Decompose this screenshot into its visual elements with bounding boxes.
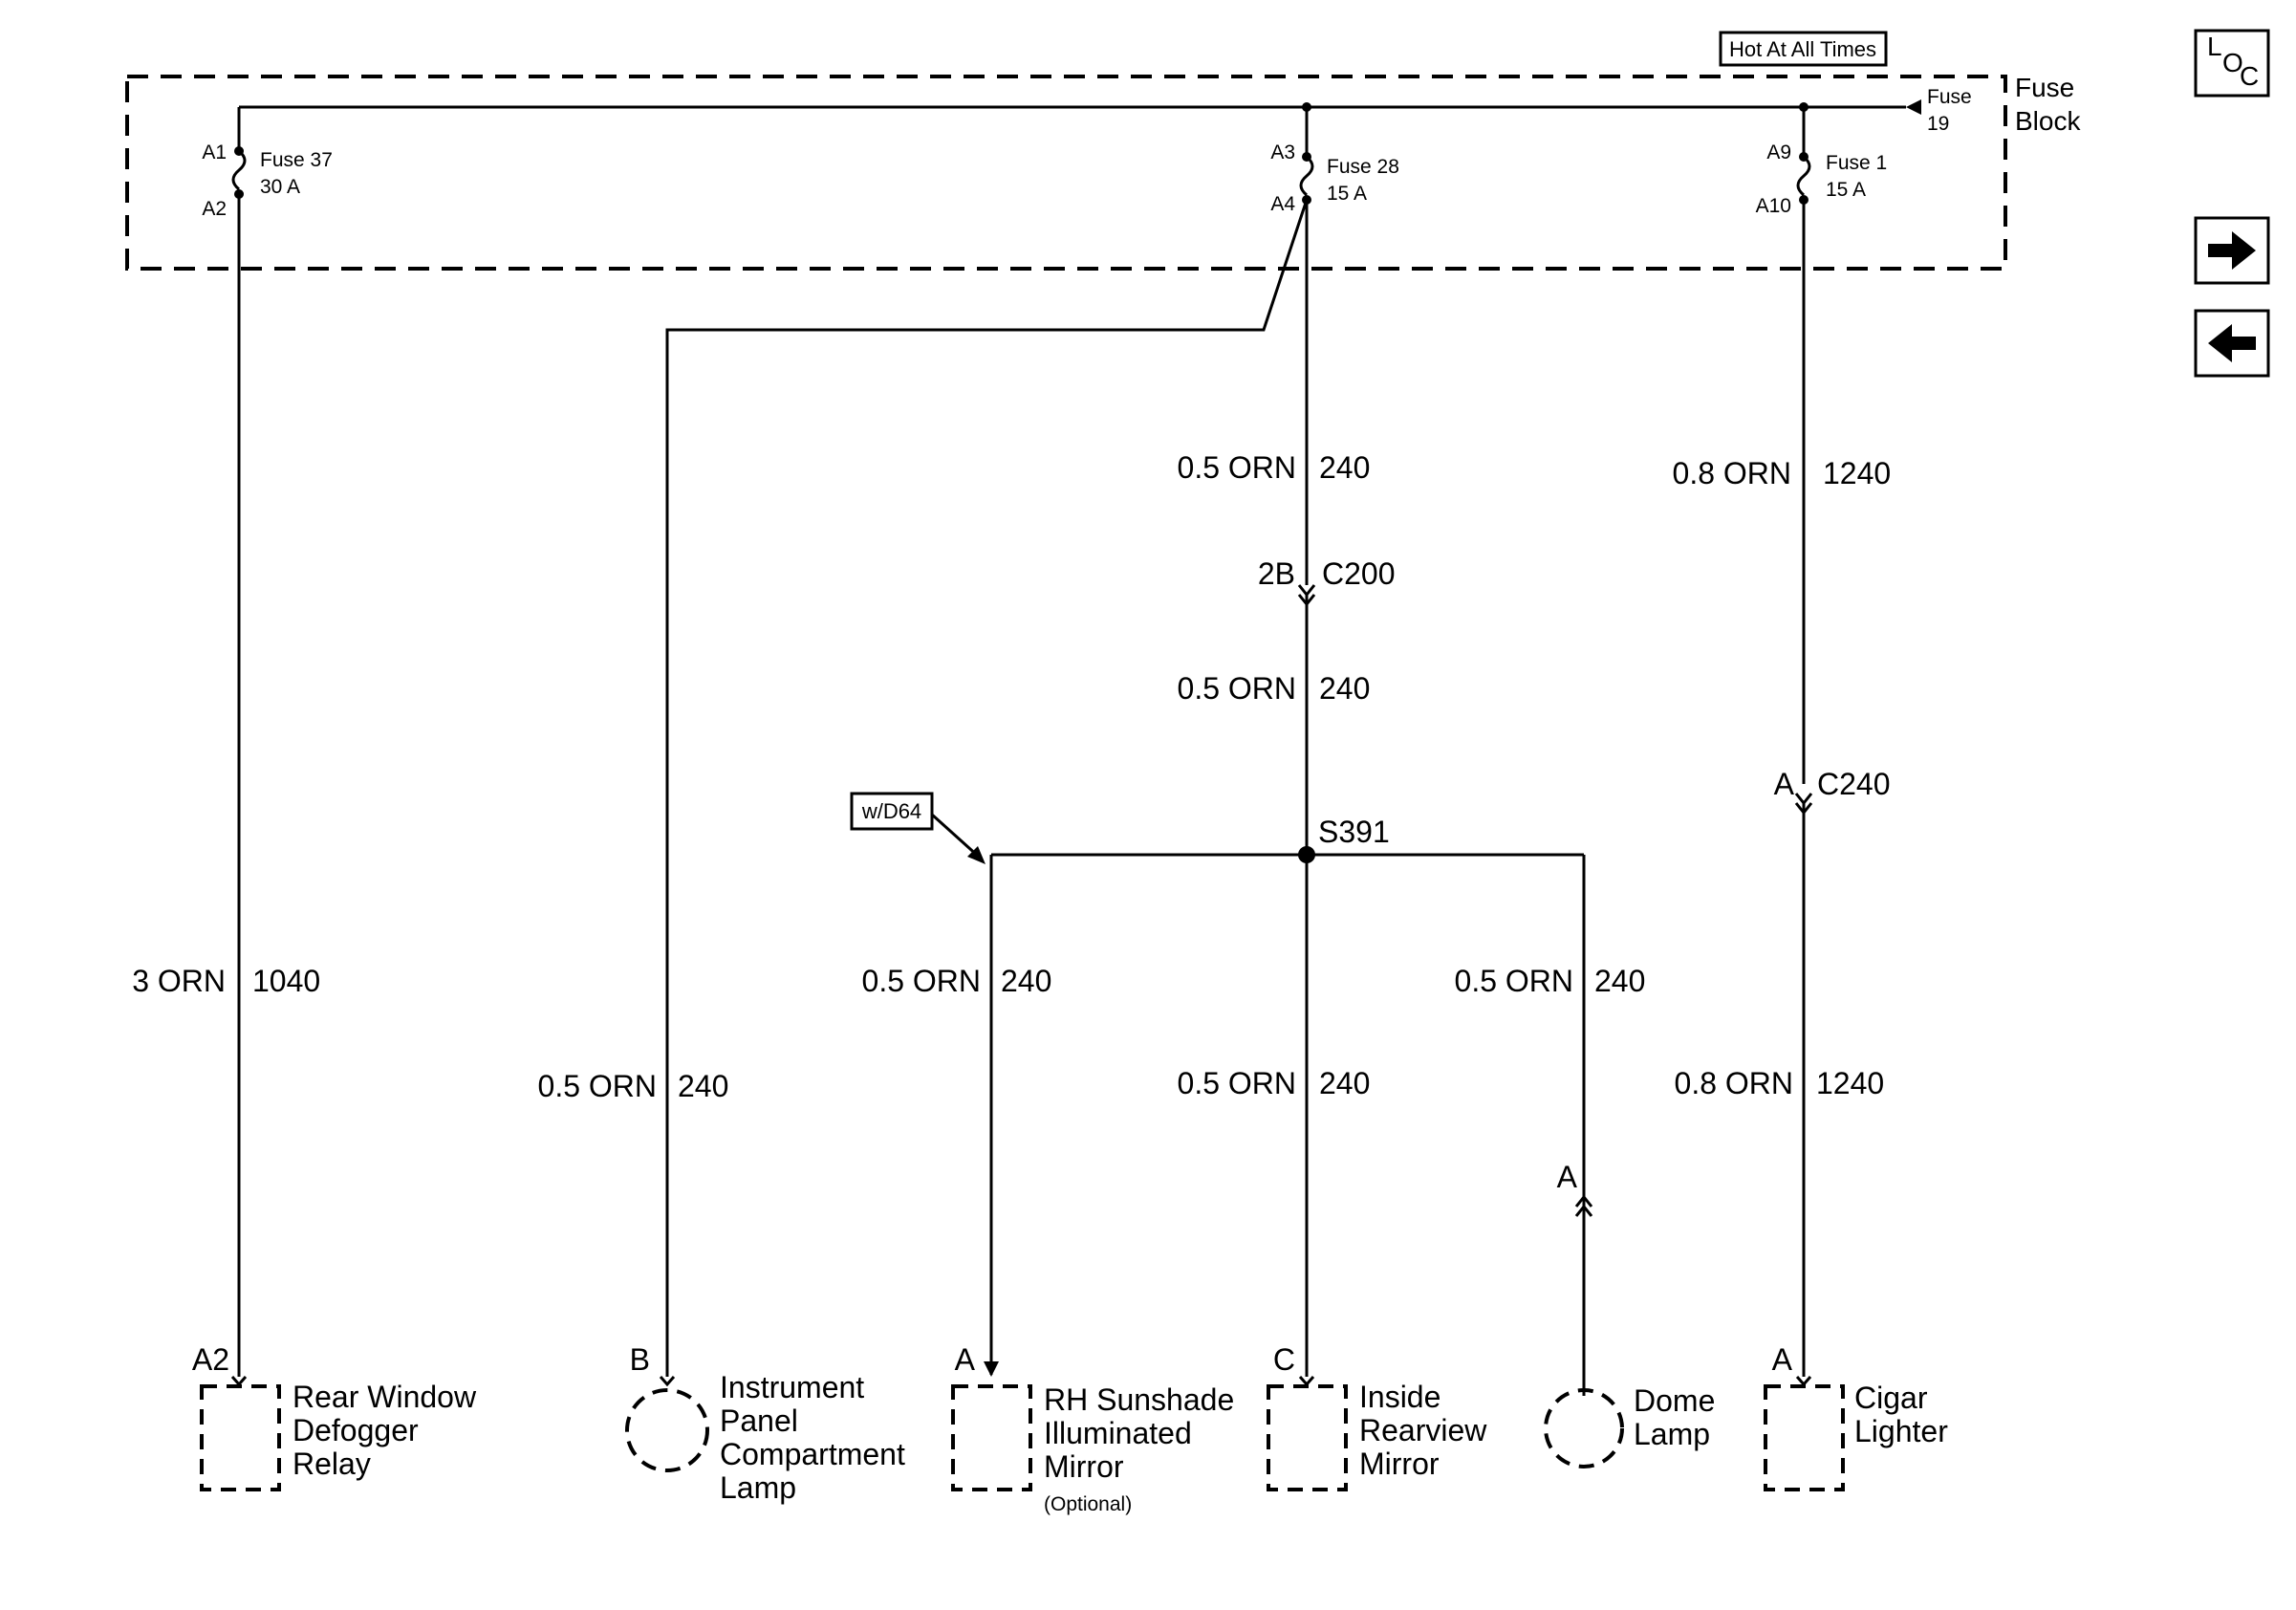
defogger-label-2: Defogger [292, 1413, 419, 1447]
fuse-block-outline [125, 75, 2007, 271]
fuse37-rating: 30 A [260, 176, 300, 198]
mirror-label-1: Inside [1359, 1380, 1440, 1414]
loc-letter-l: L [2207, 32, 2222, 61]
c200-name: C200 [1322, 556, 1396, 591]
wire-240-top-circuit: 240 [1319, 450, 1370, 485]
fuse19-feed-arrow [1906, 99, 1921, 115]
forward-button[interactable] [2194, 216, 2270, 285]
c240-pin: A [1774, 767, 1795, 801]
dome-inline-pin: A [1557, 1160, 1578, 1194]
dome-label-1: Dome [1634, 1383, 1715, 1418]
fuse37-pin-out: A2 [202, 198, 227, 220]
sunshade-arrowhead [984, 1361, 999, 1377]
back-button[interactable] [2194, 309, 2270, 378]
component-dome-lamp: Dome Lamp [1544, 1383, 1715, 1469]
component-inside-rearview-mirror: C Inside Rearview Mirror [1267, 1342, 1487, 1491]
option-tag-label: w/D64 [861, 799, 921, 823]
sunshade-pin: A [955, 1342, 976, 1377]
connector-c240: A C240 [1774, 767, 1891, 816]
fuse28-rating: 15 A [1327, 183, 1367, 205]
fuse1-name: Fuse 1 [1826, 152, 1887, 174]
option-tag-arrowhead [967, 846, 986, 864]
arrow-left-icon [2208, 324, 2256, 362]
wire-240-mirror-gauge: 0.5 ORN [1178, 1066, 1296, 1100]
defogger-label-1: Rear Window [292, 1380, 477, 1414]
wire-240-mid-gauge: 0.5 ORN [1178, 671, 1296, 706]
fuse-37: A1 A2 Fuse 37 30 A [202, 107, 333, 220]
panel-lamp-label-2: Panel [720, 1403, 798, 1438]
wire-240-panel-circuit: 240 [678, 1069, 728, 1103]
wire-240-dome-circuit: 240 [1594, 964, 1645, 998]
fuse28-pin-out: A4 [1270, 193, 1295, 215]
splice-s391-label: S391 [1318, 815, 1390, 849]
connector-dome-inline: A [1557, 1160, 1593, 1217]
cigar-label-2: Lighter [1854, 1414, 1948, 1448]
wire-1240-bottom-gauge: 0.8 ORN [1675, 1066, 1793, 1100]
fuse-1: A9 A10 Fuse 1 15 A [1756, 107, 1887, 217]
connector-c200: 2B C200 [1258, 556, 1396, 607]
wire-1240-bottom-circuit: 1240 [1816, 1066, 1884, 1100]
splice-s391-dot [1298, 846, 1315, 863]
fuse-block-label-1: Fuse [2015, 73, 2074, 102]
wire-240-sunshade-circuit: 240 [1001, 964, 1051, 998]
fuse37-pin-in: A1 [202, 141, 227, 163]
wire-240-dome-gauge: 0.5 ORN [1455, 964, 1573, 998]
fuse28-name: Fuse 28 [1327, 156, 1399, 178]
wire-240-panel [665, 199, 1309, 1377]
hot-at-all-times-label: Hot At All Times [1729, 37, 1876, 61]
cigar-pin: A [1772, 1342, 1793, 1377]
location-button[interactable]: L O C [2194, 29, 2270, 98]
wire-240-panel-gauge: 0.5 ORN [538, 1069, 657, 1103]
fuse-28: A3 A4 Fuse 28 15 A [1270, 107, 1399, 215]
c240-name: C240 [1817, 767, 1891, 801]
component-instrument-panel-compartment-lamp: B Instrument Panel Compartment Lamp [625, 1342, 905, 1505]
wire-240-top-gauge: 0.5 ORN [1178, 450, 1296, 485]
sunshade-label-1: RH Sunshade [1044, 1382, 1234, 1417]
option-tag-arrow-line [930, 813, 982, 859]
panel-lamp-label-4: Lamp [720, 1470, 796, 1505]
defogger-label-3: Relay [292, 1447, 371, 1481]
option-tag-box [850, 792, 934, 831]
fuse28-pin-in: A3 [1270, 141, 1295, 163]
sunshade-label-2: Illuminated [1044, 1416, 1192, 1450]
wire-1240-top-gauge: 0.8 ORN [1673, 456, 1791, 490]
fuse1-pin-out: A10 [1756, 195, 1791, 217]
panel-lamp-label-3: Compartment [720, 1437, 905, 1471]
wire-1040-gauge: 3 ORN [132, 964, 226, 998]
wire-240-mirror-circuit: 240 [1319, 1066, 1370, 1100]
component-cigar-lighter: A Cigar Lighter [1764, 1342, 1948, 1491]
hot-at-all-times-box [1719, 31, 1888, 67]
loc-letter-o: O [2222, 48, 2243, 77]
sunshade-optional-note: (Optional) [1044, 1493, 1132, 1515]
component-rear-window-defogger-relay: A2 Rear Window Defogger Relay [192, 1342, 477, 1491]
component-rh-sunshade-mirror: A RH Sunshade Illuminated Mirror (Option… [951, 1342, 1234, 1515]
c200-pin: 2B [1258, 556, 1295, 591]
mirror-label-2: Rearview [1359, 1413, 1487, 1447]
wire-240-mid-circuit: 240 [1319, 671, 1370, 706]
defogger-pin: A2 [192, 1342, 229, 1377]
fuse19-label-2: 19 [1927, 113, 1949, 135]
fuse-block-label-2: Block [2015, 106, 2081, 136]
fuse19-label-1: Fuse [1927, 86, 1972, 108]
loc-letter-c: C [2240, 61, 2259, 91]
panel-lamp-pin: B [630, 1342, 650, 1377]
fuse37-name: Fuse 37 [260, 149, 333, 171]
fuse1-rating: 15 A [1826, 179, 1866, 201]
wire-240-sunshade-gauge: 0.5 ORN [862, 964, 981, 998]
cigar-label-1: Cigar [1854, 1381, 1928, 1415]
mirror-pin: C [1273, 1342, 1295, 1377]
panel-lamp-label-1: Instrument [720, 1370, 864, 1404]
fuse1-pin-in: A9 [1766, 141, 1791, 163]
wire-1240-top-circuit: 1240 [1823, 456, 1891, 490]
wire-1040-circuit: 1040 [252, 964, 320, 998]
arrow-right-icon [2208, 231, 2256, 270]
dome-label-2: Lamp [1634, 1417, 1710, 1451]
sunshade-label-3: Mirror [1044, 1449, 1124, 1484]
mirror-label-3: Mirror [1359, 1447, 1440, 1481]
